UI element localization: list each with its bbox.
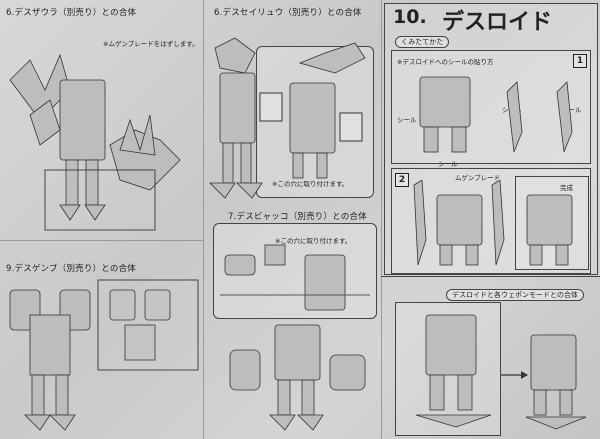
deathroid-title: デスロイド <box>442 10 553 35</box>
step1-illustration <box>419 76 573 153</box>
section-deathbyakko-note: ※この穴に取り付けます。 <box>275 237 352 245</box>
section-deathsaurer-note: ※ムゲンブレードをはずします。 <box>103 40 199 48</box>
fold-line-horizontal <box>0 240 203 241</box>
deathsaurer-illustration <box>9 53 181 231</box>
section-divider <box>381 276 600 277</box>
page-fold-line <box>203 0 204 439</box>
step2-illustration <box>413 180 573 266</box>
deathbyakko-illustration <box>220 244 370 431</box>
section-deathseiryu-note: ※この穴に取り付けます。 <box>272 180 349 188</box>
section-deathsaurer-label: 6.デスザウラ（別売り）との合体 <box>6 8 137 18</box>
step2-number: 2 <box>395 173 409 187</box>
weapon-mode-label: デスロイドと各ウェポンモードとの合体 <box>446 289 584 301</box>
section-deathbyakko-label: 7.デスビャッコ（別売り）との合体 <box>228 212 367 222</box>
sticker-label: シール <box>397 116 417 124</box>
section-deathseiryu-label: 6.デスセイリュウ（別売り）との合体 <box>214 8 362 18</box>
sticker-label: シール <box>562 106 582 114</box>
sticker-label: シール <box>438 160 458 168</box>
sticker-heading: ※デスロイドへのシールの貼り方 <box>397 58 494 66</box>
howto-label: くみたてかた <box>395 36 450 48</box>
completion-label: 完成 <box>560 184 573 192</box>
section-deathgenbu-label: 9.デスゲンブ（別売り）との合体 <box>6 264 136 274</box>
page-fold-line <box>381 0 382 439</box>
step1-number: 1 <box>573 54 587 68</box>
blade-label: ムゲンブレード <box>455 174 501 182</box>
weapon-mode-illustration <box>415 314 587 430</box>
deathroid-number: 10. <box>393 6 427 28</box>
deathgenbu-illustration <box>9 279 199 431</box>
deathseiryu-illustration <box>209 37 366 199</box>
